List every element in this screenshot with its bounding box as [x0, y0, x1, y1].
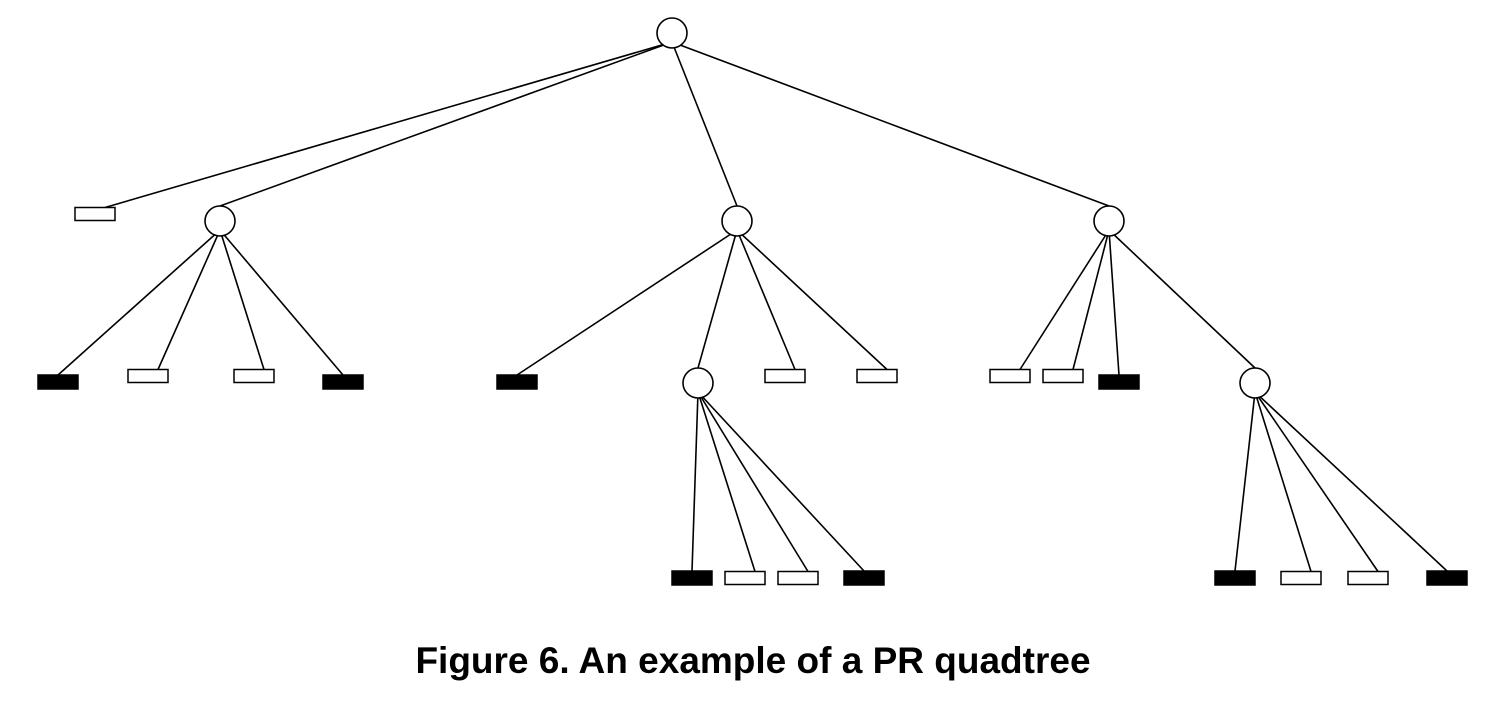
tree-edge	[697, 391, 809, 572]
tree-edge	[104, 41, 673, 209]
tree-edge	[516, 229, 738, 376]
full-leaf-node	[1426, 570, 1468, 586]
tree-edge	[57, 229, 221, 376]
full-leaf-node	[843, 570, 885, 586]
tree-edge	[671, 41, 1110, 207]
tree-edge	[697, 229, 738, 369]
tree-edge	[1254, 391, 1379, 572]
internal-node-circle	[1239, 367, 1271, 399]
full-leaf-node	[496, 374, 538, 390]
tree-edge	[219, 41, 673, 207]
tree-edge	[671, 41, 738, 207]
internal-node-circle	[682, 367, 714, 399]
tree-edge	[1254, 391, 1448, 572]
tree-edge	[691, 391, 699, 572]
tree-edge	[736, 229, 888, 371]
tree-edge	[219, 229, 265, 370]
full-leaf-node	[1098, 374, 1140, 390]
tree-edges	[57, 41, 1448, 572]
full-leaf-node	[671, 570, 713, 586]
empty-leaf-node	[764, 368, 806, 384]
tree-edge	[157, 229, 221, 370]
full-leaf-node	[322, 374, 364, 390]
empty-leaf-node	[724, 570, 766, 586]
internal-node-circle	[656, 17, 688, 49]
empty-leaf-node	[74, 206, 116, 222]
tree-edge	[219, 229, 344, 376]
internal-node-circle	[721, 205, 753, 237]
full-leaf-node	[1214, 570, 1256, 586]
empty-leaf-node	[856, 368, 898, 384]
tree-edge	[697, 391, 756, 572]
empty-leaf-node	[1280, 570, 1322, 586]
tree-edge	[697, 391, 865, 572]
tree-edge	[1108, 229, 1256, 369]
tree-edge	[1019, 229, 1110, 370]
empty-leaf-node	[233, 368, 275, 384]
tree-edge	[1254, 391, 1312, 572]
empty-leaf-node	[1042, 368, 1084, 384]
tree-edge	[1234, 391, 1256, 572]
empty-leaf-node	[127, 368, 169, 384]
tree-edge	[1072, 229, 1110, 370]
empty-leaf-node	[989, 368, 1031, 384]
empty-leaf-node	[777, 570, 819, 586]
figure-caption: Figure 6. An example of a PR quadtree	[415, 640, 1091, 681]
empty-leaf-node	[1347, 570, 1389, 586]
tree-edge	[736, 229, 796, 370]
internal-node-circle	[1093, 205, 1125, 237]
tree-edge	[1108, 229, 1120, 376]
full-leaf-node	[37, 374, 79, 390]
internal-node-circle	[204, 205, 236, 237]
tree-nodes	[37, 17, 1468, 586]
